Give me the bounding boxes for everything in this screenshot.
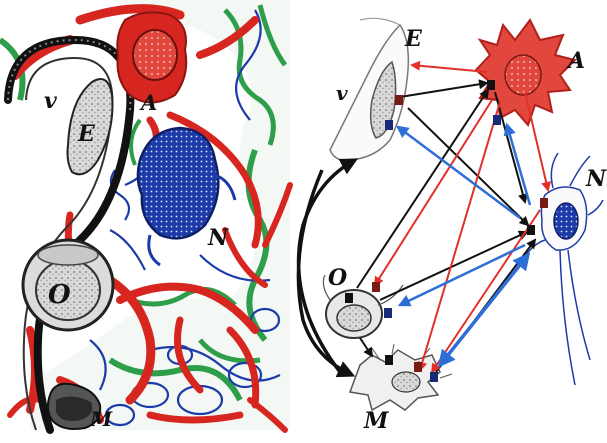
label-vessel-right: v — [336, 81, 348, 105]
label-endothelial-right: E — [404, 26, 423, 52]
arrow-e-to-a — [400, 83, 487, 97]
label-neuron-left: N — [207, 225, 229, 251]
arrow-n-to-e — [398, 127, 520, 218]
arrow-n-to-a — [507, 125, 530, 205]
label-neuron-right: N — [585, 166, 607, 192]
arrow-a-to-e — [412, 65, 487, 72]
label-oligodendrocyte-left: O — [48, 280, 71, 310]
arrow-o-to-m — [360, 338, 372, 356]
label-endothelial-left: E — [77, 121, 96, 147]
arrow-n-to-o — [400, 245, 525, 305]
receptor-o-red — [372, 282, 380, 292]
label-vessel-left: v — [44, 88, 57, 114]
receptor-n-red — [540, 198, 548, 208]
receptor-m-black — [385, 355, 393, 365]
astrocyte-right — [476, 20, 575, 125]
receptor-m-red — [414, 362, 422, 372]
right-schematic-panel: v E A N O M — [298, 18, 607, 434]
receptor-m-blue — [430, 372, 438, 382]
label-oligodendrocyte-right: O — [328, 265, 347, 291]
receptor-n-black — [527, 225, 535, 235]
receptor-a-blue — [493, 115, 501, 125]
receptor-o-blue — [384, 308, 392, 318]
blue-arrows — [398, 125, 530, 365]
receptor-e-red — [395, 95, 403, 105]
label-microglia-right: M — [363, 408, 389, 434]
arrow-n-m-double — [440, 255, 528, 365]
left-histology-panel: v E A N O M — [0, 0, 290, 443]
label-microglia-left: M — [89, 407, 113, 431]
receptor-e-blue — [385, 120, 393, 130]
astrocyte-soma-left — [117, 12, 186, 102]
receptor-o-black — [345, 293, 353, 303]
label-astrocyte-right: A — [566, 48, 585, 74]
label-astrocyte-left: A — [139, 90, 157, 115]
receptor-a-black — [487, 80, 495, 90]
arrow-n-to-m-red — [432, 210, 540, 372]
